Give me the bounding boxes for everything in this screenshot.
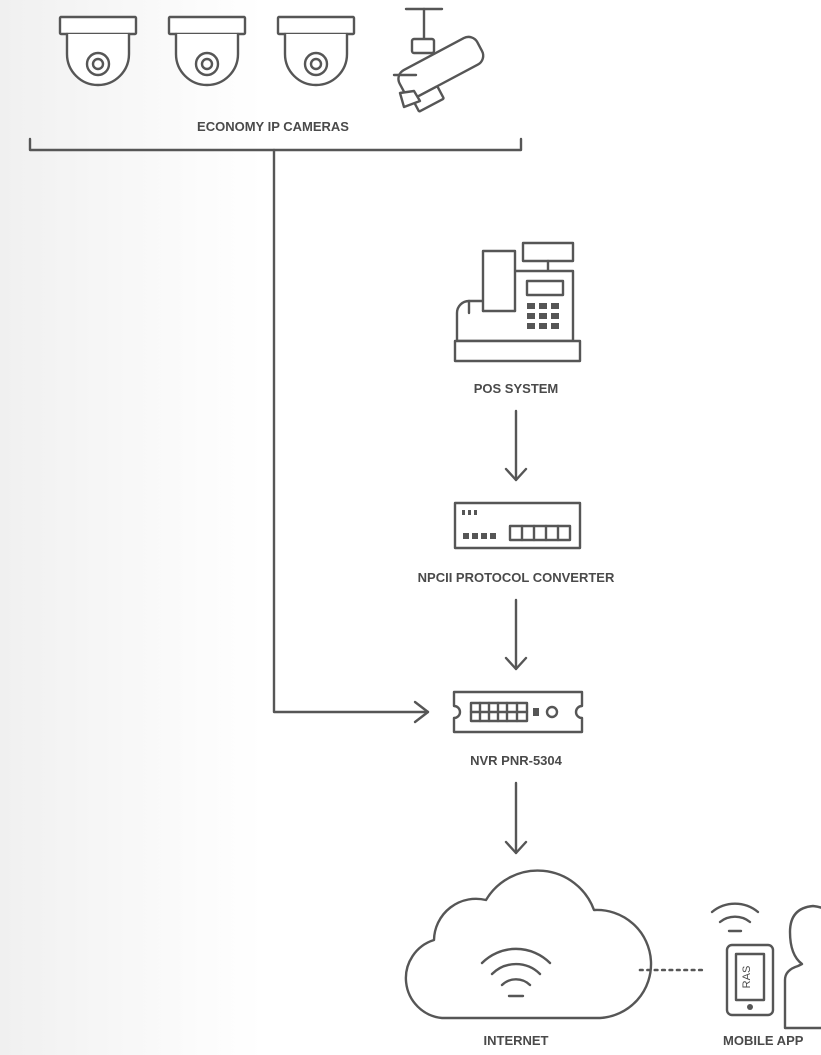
cameras-label: ECONOMY IP CAMERAS xyxy=(197,119,349,134)
dome-camera-icon xyxy=(167,15,247,87)
pos-label: POS SYSTEM xyxy=(474,381,559,396)
mobile-label: MOBILE APP xyxy=(723,1033,804,1048)
internet-label: INTERNET xyxy=(484,1033,549,1048)
converter-to-nvr-arrow xyxy=(504,598,528,671)
dome-camera-icon xyxy=(58,15,138,87)
nvr-to-internet-arrow xyxy=(504,781,528,855)
camera-to-nvr-connector xyxy=(272,148,430,724)
dome-camera-icon xyxy=(276,15,356,87)
phone-screen-text: RAS xyxy=(741,966,753,989)
nvr-label: NVR PNR-5304 xyxy=(470,753,563,768)
camera-bracket xyxy=(28,137,523,152)
pos-to-converter-arrow xyxy=(504,409,528,482)
cash-register-icon xyxy=(453,241,582,363)
bullet-camera-icon xyxy=(392,7,485,113)
protocol-converter-icon xyxy=(453,501,582,550)
cloud-wifi-icon xyxy=(404,869,653,1020)
converter-label: NPCII PROTOCOL CONVERTER xyxy=(418,570,615,585)
smartphone-user-icon xyxy=(710,902,821,1030)
nvr-rack-icon xyxy=(452,690,584,734)
